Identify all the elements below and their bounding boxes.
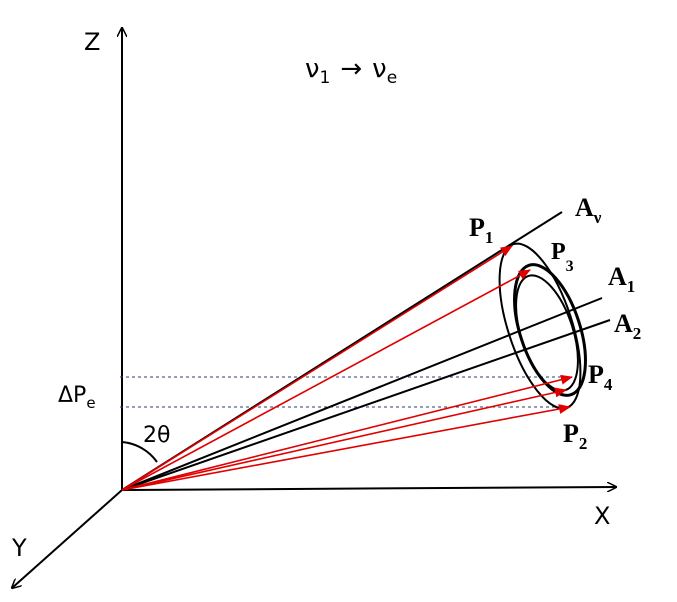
x-axis [121, 487, 616, 490]
y-axis [12, 489, 123, 588]
x-axis-label: X [594, 502, 610, 530]
vector-p3 [121, 269, 531, 491]
delta-pe-sub: e [86, 394, 95, 412]
title-to-sub: e [387, 68, 397, 88]
label-a-nu-sub: ν [593, 208, 602, 227]
label-p2-main: P [563, 419, 579, 448]
title: ν1→νe [305, 54, 397, 88]
label-p1-main: P [469, 213, 485, 242]
label-p2: P2 [563, 419, 587, 453]
label-p3: P3 [551, 239, 574, 275]
angle-arc [121, 441, 158, 463]
label-p4-main: P [588, 360, 604, 389]
label-a-nu-main: A [575, 193, 594, 222]
angle-label: 2θ [143, 423, 170, 448]
label-p3-main: P [551, 239, 566, 265]
label-a2: A2 [614, 309, 641, 343]
label-a1-main: A [608, 262, 627, 291]
svg-text:ν1→νe: ν1→νe [305, 54, 397, 88]
delta-pe-main: ΔP [58, 383, 86, 408]
title-arrow: → [340, 54, 362, 84]
vector-p1 [121, 245, 513, 491]
label-a1-sub: 1 [627, 277, 636, 296]
label-p1-sub: 1 [485, 228, 494, 247]
label-a2-main: A [614, 309, 633, 338]
title-nu: ν [305, 54, 320, 84]
label-p3-sub: 3 [566, 258, 574, 275]
vector-lower [121, 387, 567, 491]
label-a2-sub: 2 [633, 324, 642, 343]
vector-p2 [121, 404, 571, 491]
y-axis-label: Y [11, 534, 27, 562]
title-nu-2: ν [372, 54, 387, 84]
label-a1: A1 [608, 262, 635, 296]
label-p1: P1 [469, 213, 493, 247]
inner-ring-thick [513, 263, 587, 397]
a1-line [121, 297, 603, 491]
label-a-nu: Aν [575, 193, 602, 227]
delta-pe-label: ΔPe [58, 383, 96, 412]
vector-p4 [121, 374, 573, 491]
z-axis-label: Z [84, 28, 100, 56]
label-p2-sub: 2 [579, 434, 588, 453]
label-p4-sub: 4 [604, 375, 613, 394]
a2-line [121, 319, 611, 491]
title-from-sub: 1 [320, 68, 331, 88]
label-p4: P4 [588, 360, 613, 394]
